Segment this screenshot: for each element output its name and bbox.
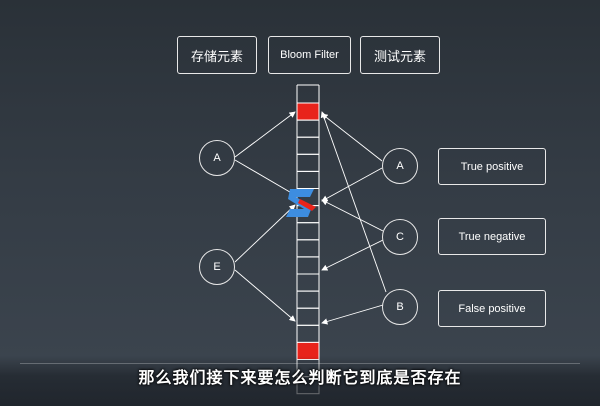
subtitle-text: 那么我们接下来要怎么判断它到底是否存在	[138, 368, 462, 387]
bit-cell	[296, 324, 320, 343]
subtitle-bar	[0, 356, 600, 406]
result-true-negative: True negative	[438, 218, 546, 255]
test-element-node: A	[382, 148, 418, 184]
arrow-test-b	[321, 304, 384, 325]
test-elements-header: 测试元素	[360, 36, 440, 74]
stored-element-node: A	[199, 140, 235, 176]
arrow-e-to-bit	[234, 269, 296, 322]
result-true-positive: True positive	[438, 148, 546, 185]
test-element-node: C	[382, 219, 418, 255]
bit-cell	[296, 256, 320, 275]
bit-cell	[296, 136, 320, 155]
result-false-positive: False positive	[438, 290, 546, 327]
stored-elements-header: 存储元素	[177, 36, 257, 74]
bit-cell	[296, 239, 320, 258]
bit-cell-top	[296, 84, 320, 103]
bit-cell	[296, 153, 320, 172]
bit-cell	[296, 222, 320, 241]
stored-element-node: E	[199, 249, 235, 285]
arrow-e-to-bit	[234, 204, 296, 263]
bit-cell-set	[296, 102, 320, 121]
arrow-test-c	[321, 239, 384, 271]
subtitle-divider	[20, 363, 580, 364]
bit-cell	[296, 290, 320, 309]
bit-cell	[296, 307, 320, 326]
bit-cell	[296, 273, 320, 292]
bloom-filter-header: Bloom Filter	[268, 36, 351, 74]
s-logo-icon	[286, 189, 316, 217]
bit-array	[296, 84, 320, 395]
bit-cell	[296, 119, 320, 138]
arrow-test-b	[320, 111, 387, 293]
arrow-test-c	[321, 199, 384, 232]
test-element-node: B	[382, 289, 418, 325]
arrow-test-a	[321, 113, 383, 162]
arrow-a-to-bit	[234, 111, 296, 158]
arrow-test-a	[321, 167, 383, 202]
arrow-a-to-bit	[234, 159, 296, 196]
